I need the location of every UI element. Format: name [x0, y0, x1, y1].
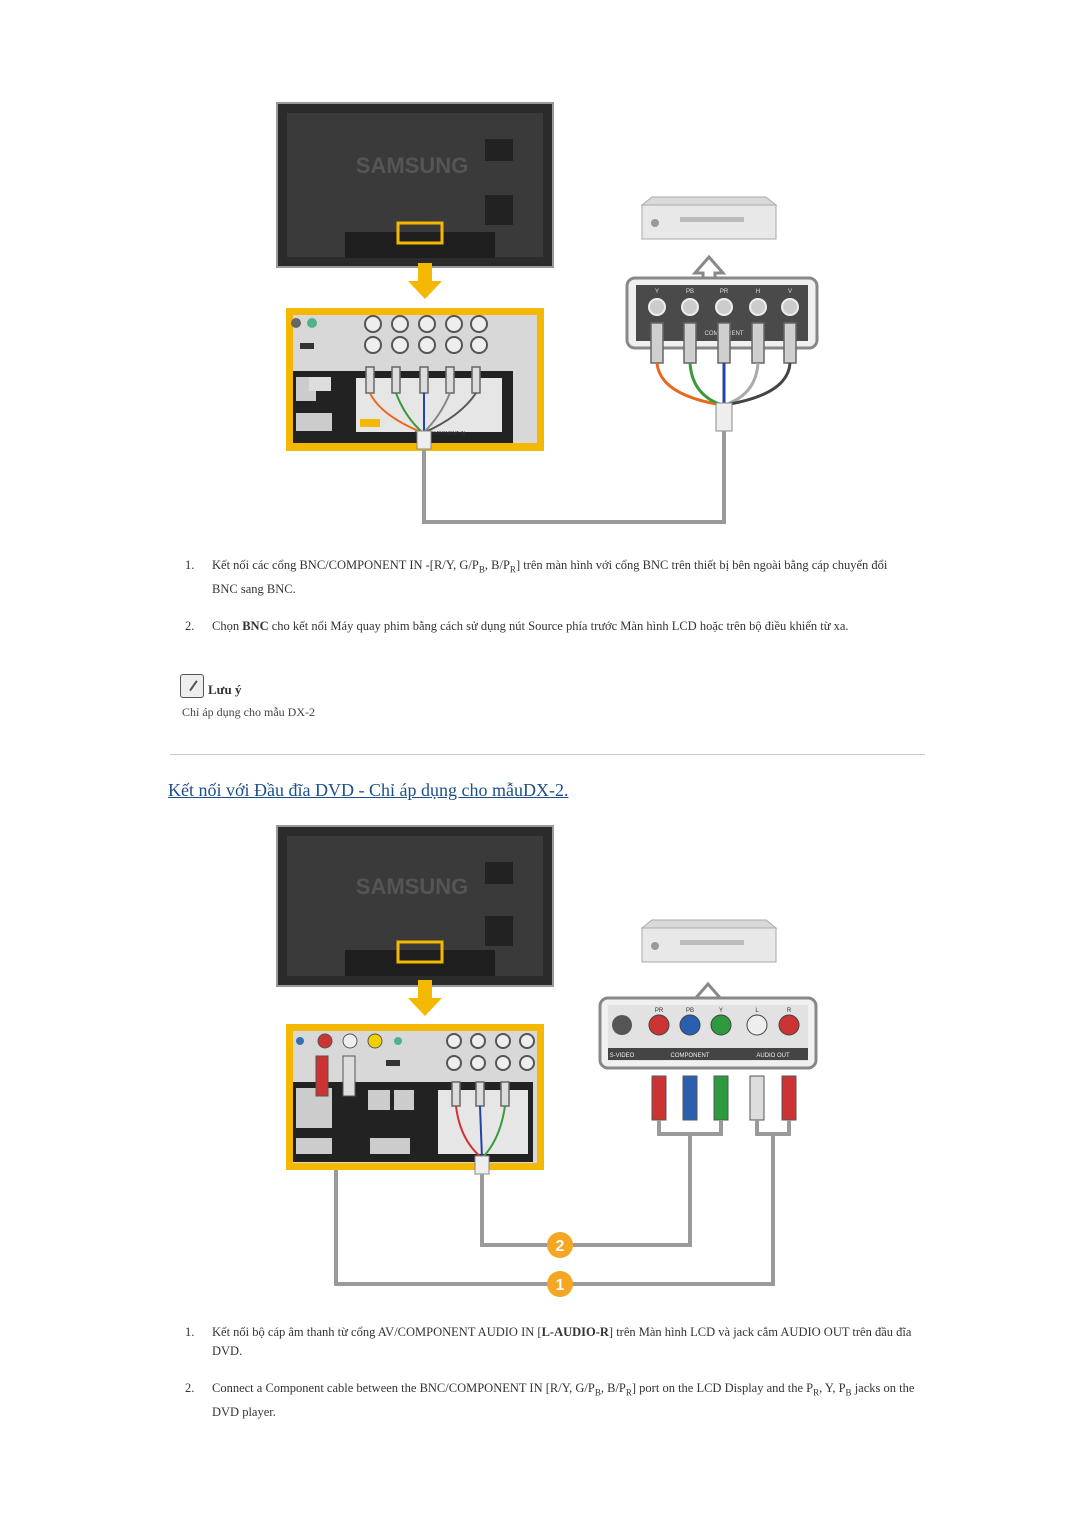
list-item: 1. Kết nối các cổng BNC/COMPONENT IN -[R… [185, 558, 888, 596]
lcd-monitor-back: SAMSUNG [276, 102, 554, 268]
svg-text:S-VIDEO: S-VIDEO [610, 1053, 635, 1059]
component-cable [480, 1134, 692, 1247]
dvd-player [640, 919, 778, 963]
audio-cable-joint [755, 1120, 791, 1136]
note-icon [180, 674, 204, 698]
svg-text:PB: PB [686, 289, 694, 295]
svg-text:L: L [755, 1008, 759, 1014]
note-title: Lưu ý [208, 682, 242, 697]
cable-number-badge: 2 [547, 1232, 573, 1258]
svg-text:R: R [787, 1008, 792, 1014]
lcd-port-panel: BNC/COMPONENT IN [286, 308, 544, 451]
external-device [640, 196, 778, 240]
list-item: 2. Connect a Component cable between the… [185, 1381, 915, 1419]
bnc-connection-diagram: SAMSUNG BNC/COMPONENT IN [0, 95, 1080, 535]
dvd-connection-diagram: SAMSUNG [0, 820, 1080, 1310]
dvd-port-panel: PR PB Y L R S-VIDEO COMPONENT AUDIO OUT [598, 996, 818, 1070]
section-heading: Kết nối với Đầu đĩa DVD - Chỉ áp dụng ch… [168, 780, 569, 800]
lcd-monitor-back: SAMSUNG [276, 825, 554, 987]
lcd-port-panel [286, 1024, 544, 1175]
note-header: Lưu ý [180, 674, 241, 698]
bnc-cable-bundle [650, 322, 797, 432]
list-item: 1. Kết nối bộ cáp âm thanh từ cổng AV/CO… [185, 1325, 912, 1358]
brand-text: SAMSUNG [356, 874, 468, 899]
bnc-cable [422, 431, 726, 524]
device-port-panel: Y PB PR H V COMPONENT [625, 276, 819, 350]
steps-list-1: 1. Kết nối các cổng BNC/COMPONENT IN -[R… [185, 556, 915, 654]
down-arrow-icon [408, 263, 442, 299]
svg-text:1: 1 [556, 1277, 565, 1294]
lcd-panel-label: BNC/COMPONENT IN [415, 431, 466, 437]
component-cable-plugs [651, 1075, 797, 1121]
svg-text:V: V [788, 289, 792, 295]
port-highlight [396, 940, 444, 964]
cable-number-badge: 1 [547, 1271, 573, 1297]
svg-text:H: H [756, 289, 760, 295]
svg-text:COMPONENT: COMPONENT [671, 1053, 710, 1059]
note-body: Chỉ áp dụng cho mẫu DX-2 [182, 705, 315, 719]
svg-text:Y: Y [719, 1008, 723, 1014]
svg-text:AUDIO OUT: AUDIO OUT [756, 1053, 790, 1059]
svg-text:PB: PB [686, 1008, 694, 1014]
brand-text: SAMSUNG [356, 153, 468, 178]
list-item: 2. Chọn BNC cho kết nối Máy quay phim bằ… [185, 618, 849, 633]
down-arrow-icon [408, 980, 442, 1016]
steps-list-2: 1. Kết nối bộ cáp âm thanh từ cổng AV/CO… [185, 1323, 915, 1440]
port-highlight [396, 221, 444, 245]
svg-text:PR: PR [720, 289, 729, 295]
svg-text:PR: PR [655, 1008, 664, 1014]
component-cable-joint [657, 1120, 723, 1136]
divider [170, 754, 925, 755]
svg-text:Y: Y [655, 289, 659, 295]
svg-text:2: 2 [556, 1238, 565, 1255]
